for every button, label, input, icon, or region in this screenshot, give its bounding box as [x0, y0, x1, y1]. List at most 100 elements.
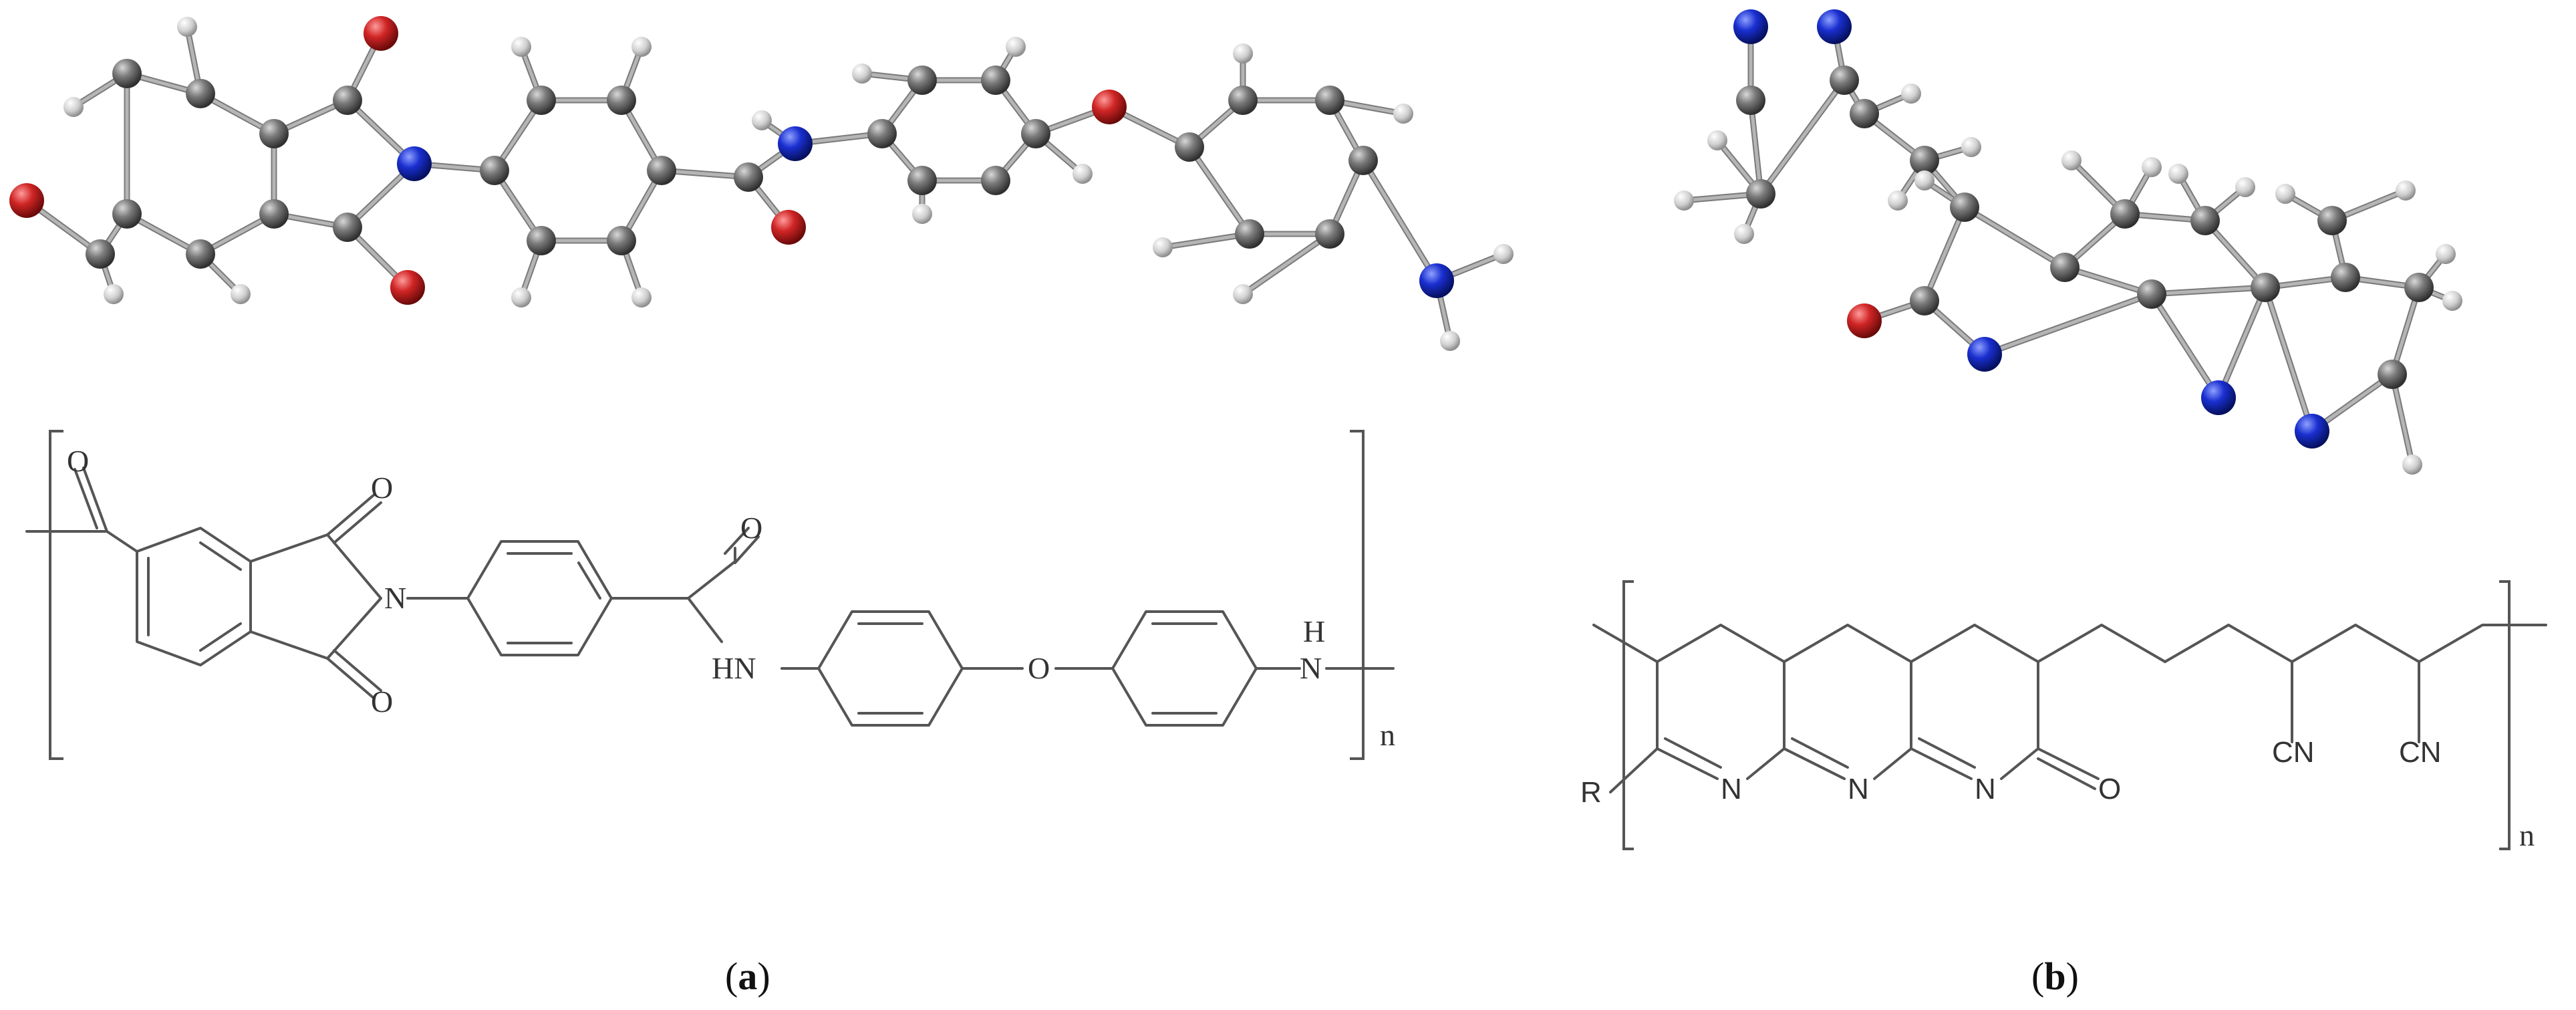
panel-label-a: (a) — [725, 955, 770, 998]
hydrogen-atom — [2275, 184, 2295, 204]
carbon-atom — [1315, 86, 1344, 115]
oxygen-atom — [364, 16, 398, 51]
bond — [2390, 374, 2414, 465]
carbon-atom — [607, 86, 636, 115]
hydrogen-atom — [2396, 180, 2416, 201]
hydrogen-atom — [511, 37, 531, 57]
hydrogen-atom — [1961, 137, 1981, 157]
hydrogen-atom — [1734, 224, 1754, 244]
hydrogen-atom — [63, 97, 84, 117]
oxygen-atom — [1092, 90, 1127, 124]
bond — [1749, 100, 1763, 195]
o1-label: O — [2098, 773, 2121, 805]
carbon-atom — [1021, 119, 1050, 148]
hydrogen-atom — [2436, 244, 2456, 264]
carbon-atom — [1228, 86, 1258, 115]
hydrogen-atom — [852, 64, 872, 84]
structural-formula-b: R N N N O CN CN n — [1580, 580, 2547, 852]
amine-h-label: H — [1303, 614, 1325, 648]
bond — [2151, 285, 2266, 296]
hydrogen-atom — [2442, 291, 2462, 311]
carbon-atom — [480, 156, 509, 185]
bond — [1984, 292, 2152, 356]
hydrogen-atom — [104, 284, 124, 304]
hydrogen-atom — [231, 284, 251, 304]
hydrogen-atom — [1493, 244, 1514, 264]
hydrogen-atom — [1707, 130, 1727, 150]
hydrogen-atom — [1233, 43, 1253, 64]
carbon-atom — [981, 66, 1010, 95]
carbon-atom — [186, 239, 215, 269]
oxygen-atom — [390, 270, 425, 305]
carbon-atom — [1736, 86, 1765, 115]
nitrogen-atom — [2201, 380, 2236, 415]
carbon-atom — [907, 66, 937, 95]
repeat-unit-n-b: n — [2519, 818, 2535, 852]
bond — [1759, 79, 1846, 195]
carbon-atom — [607, 226, 636, 255]
nitrogen-atom — [1419, 263, 1454, 298]
hydrogen-atom — [2168, 164, 2188, 184]
carbon-atom — [1830, 66, 1859, 95]
carbon-atom — [86, 239, 115, 269]
carbon-atom — [1950, 193, 1979, 222]
ball-and-stick-model-a — [9, 16, 1514, 351]
imide-n-label: N — [384, 581, 406, 615]
hydrogen-atom — [1674, 191, 1694, 211]
n1-label: N — [1721, 773, 1742, 805]
bond — [1242, 232, 1331, 296]
structural-formula-a: O O N O O HN O H N n — [25, 430, 1395, 760]
hydrogen-atom — [631, 287, 652, 307]
amide-nh-label: HN — [712, 651, 756, 685]
ether-o-label: O — [1028, 651, 1050, 685]
n2-label: N — [1848, 773, 1869, 805]
left-bracket-b — [1622, 580, 1634, 850]
carbon-atom — [647, 156, 676, 185]
carbon-atom — [333, 213, 362, 242]
amide-o-label: O — [740, 511, 762, 545]
carbon-atom — [1910, 286, 1939, 315]
bond — [2150, 293, 2221, 399]
hydrogen-atom — [1901, 84, 1921, 104]
hydrogen-atom — [2061, 150, 2082, 170]
bond — [2216, 287, 2267, 398]
carbon-atom — [1850, 99, 1879, 128]
right-bracket-a — [1350, 430, 1365, 760]
carbon-atom — [527, 226, 556, 255]
hydrogen-atom — [1914, 170, 1935, 191]
carbon-atom — [1746, 179, 1775, 209]
hydrogen-atom — [752, 110, 772, 130]
r-group-label: R — [1580, 776, 1602, 809]
bond — [1187, 146, 1252, 235]
carbon-atom — [734, 162, 763, 192]
imide-o-top-label: O — [371, 471, 393, 505]
nitrogen-atom — [1817, 9, 1852, 44]
nitrogen-atom — [1967, 337, 2002, 372]
amine-n-label: N — [1300, 651, 1322, 685]
hydrogen-atom — [912, 204, 932, 224]
hydrogen-atom — [2235, 177, 2255, 197]
bond — [2390, 287, 2421, 375]
nitrogen-atom — [2295, 414, 2329, 449]
bond — [2064, 265, 2152, 296]
carbon-atom — [259, 199, 289, 229]
carbon-atom — [2404, 273, 2434, 302]
bond — [2204, 219, 2267, 289]
carbon-atom — [2251, 273, 2280, 302]
hydrogen-atom — [1072, 164, 1093, 184]
carbon-atom — [527, 86, 556, 115]
carbon-atom — [1348, 146, 1378, 175]
carbon-atom — [333, 86, 362, 115]
carbon-atom — [907, 166, 937, 195]
repeat-unit-n-a: n — [1380, 718, 1395, 752]
carbon-atom — [2137, 279, 2166, 309]
n3-label: N — [1975, 773, 1996, 805]
hydrogen-atom — [2142, 157, 2162, 177]
oxygen-atom — [771, 210, 806, 245]
hydrogen-atom — [1006, 37, 1026, 57]
carbon-atom — [2110, 199, 2140, 229]
bond — [1361, 159, 1439, 282]
hydrogen-atom — [2402, 455, 2422, 475]
